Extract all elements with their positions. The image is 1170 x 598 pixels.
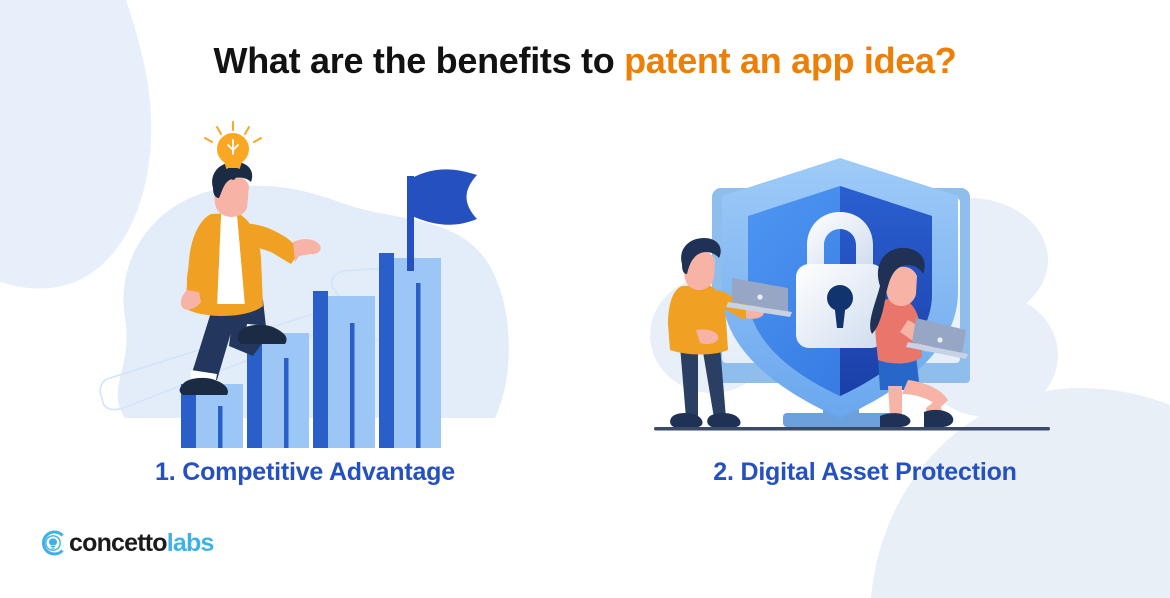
illo2-woman-shoe-front bbox=[924, 409, 954, 427]
illustration-competitive-advantage bbox=[95, 118, 525, 448]
illo1-person-back-leg bbox=[191, 306, 237, 380]
caption-competitive-advantage: 1. Competitive Advantage bbox=[155, 458, 455, 486]
illo1-person-hand-left bbox=[180, 290, 201, 310]
illo1-person-hair bbox=[212, 162, 253, 198]
illo1-person-shirt bbox=[217, 214, 245, 304]
illo1-bar-2 bbox=[247, 333, 309, 448]
illo2-woman-leg-back bbox=[888, 386, 902, 416]
illo2-man-laptop bbox=[726, 278, 792, 317]
caption-digital-asset-protection: 2. Digital Asset Protection bbox=[713, 458, 1017, 486]
illo2-monitor-base bbox=[783, 413, 901, 427]
illo1-person-arm-pointing bbox=[241, 223, 301, 264]
concetto-circle-bulb-icon bbox=[38, 528, 68, 558]
illo2-person-man bbox=[668, 238, 792, 427]
illo2-man-hair bbox=[681, 238, 721, 274]
illo2-woman-laptop bbox=[906, 318, 968, 359]
illo1-person-hand-pointing bbox=[293, 239, 321, 262]
illo2-woman-hair bbox=[870, 247, 925, 334]
illo2-floor-line bbox=[654, 427, 1050, 431]
logo-text-dark: concetto bbox=[69, 529, 168, 557]
illo1-bar-3 bbox=[313, 291, 375, 448]
logo-text-light: labs bbox=[166, 529, 215, 557]
illo2-man-leg-back bbox=[680, 346, 698, 418]
illo1-lightbulb-icon bbox=[204, 121, 262, 180]
illo2-man-hand-low bbox=[696, 329, 719, 345]
illo1-flag-icon bbox=[407, 169, 477, 271]
concettolabs-logo[interactable]: concettolabs bbox=[38, 525, 214, 561]
illo2-person-woman bbox=[870, 247, 968, 427]
illo2-man-leg-front bbox=[702, 346, 726, 418]
illo1-person-arm-left bbox=[186, 254, 205, 298]
logo-wordmark: concettolabs bbox=[69, 528, 214, 558]
illo2-padlock-icon bbox=[796, 212, 884, 348]
page-title: What are the benefits to patent an app i… bbox=[0, 40, 1170, 82]
illo2-woman-shoe-back bbox=[880, 413, 911, 427]
illo1-person-shoe-front bbox=[237, 324, 287, 344]
illustration-digital-asset-protection bbox=[640, 150, 1065, 455]
illo2-man-arm-low bbox=[670, 318, 702, 346]
illo1-person-shoe-back bbox=[179, 377, 228, 395]
illo2-woman-head bbox=[886, 266, 917, 307]
title-plain-text: What are the benefits to bbox=[213, 40, 625, 81]
illo1-bar-4 bbox=[379, 253, 441, 448]
title-accent-text: patent an app idea? bbox=[624, 40, 957, 81]
